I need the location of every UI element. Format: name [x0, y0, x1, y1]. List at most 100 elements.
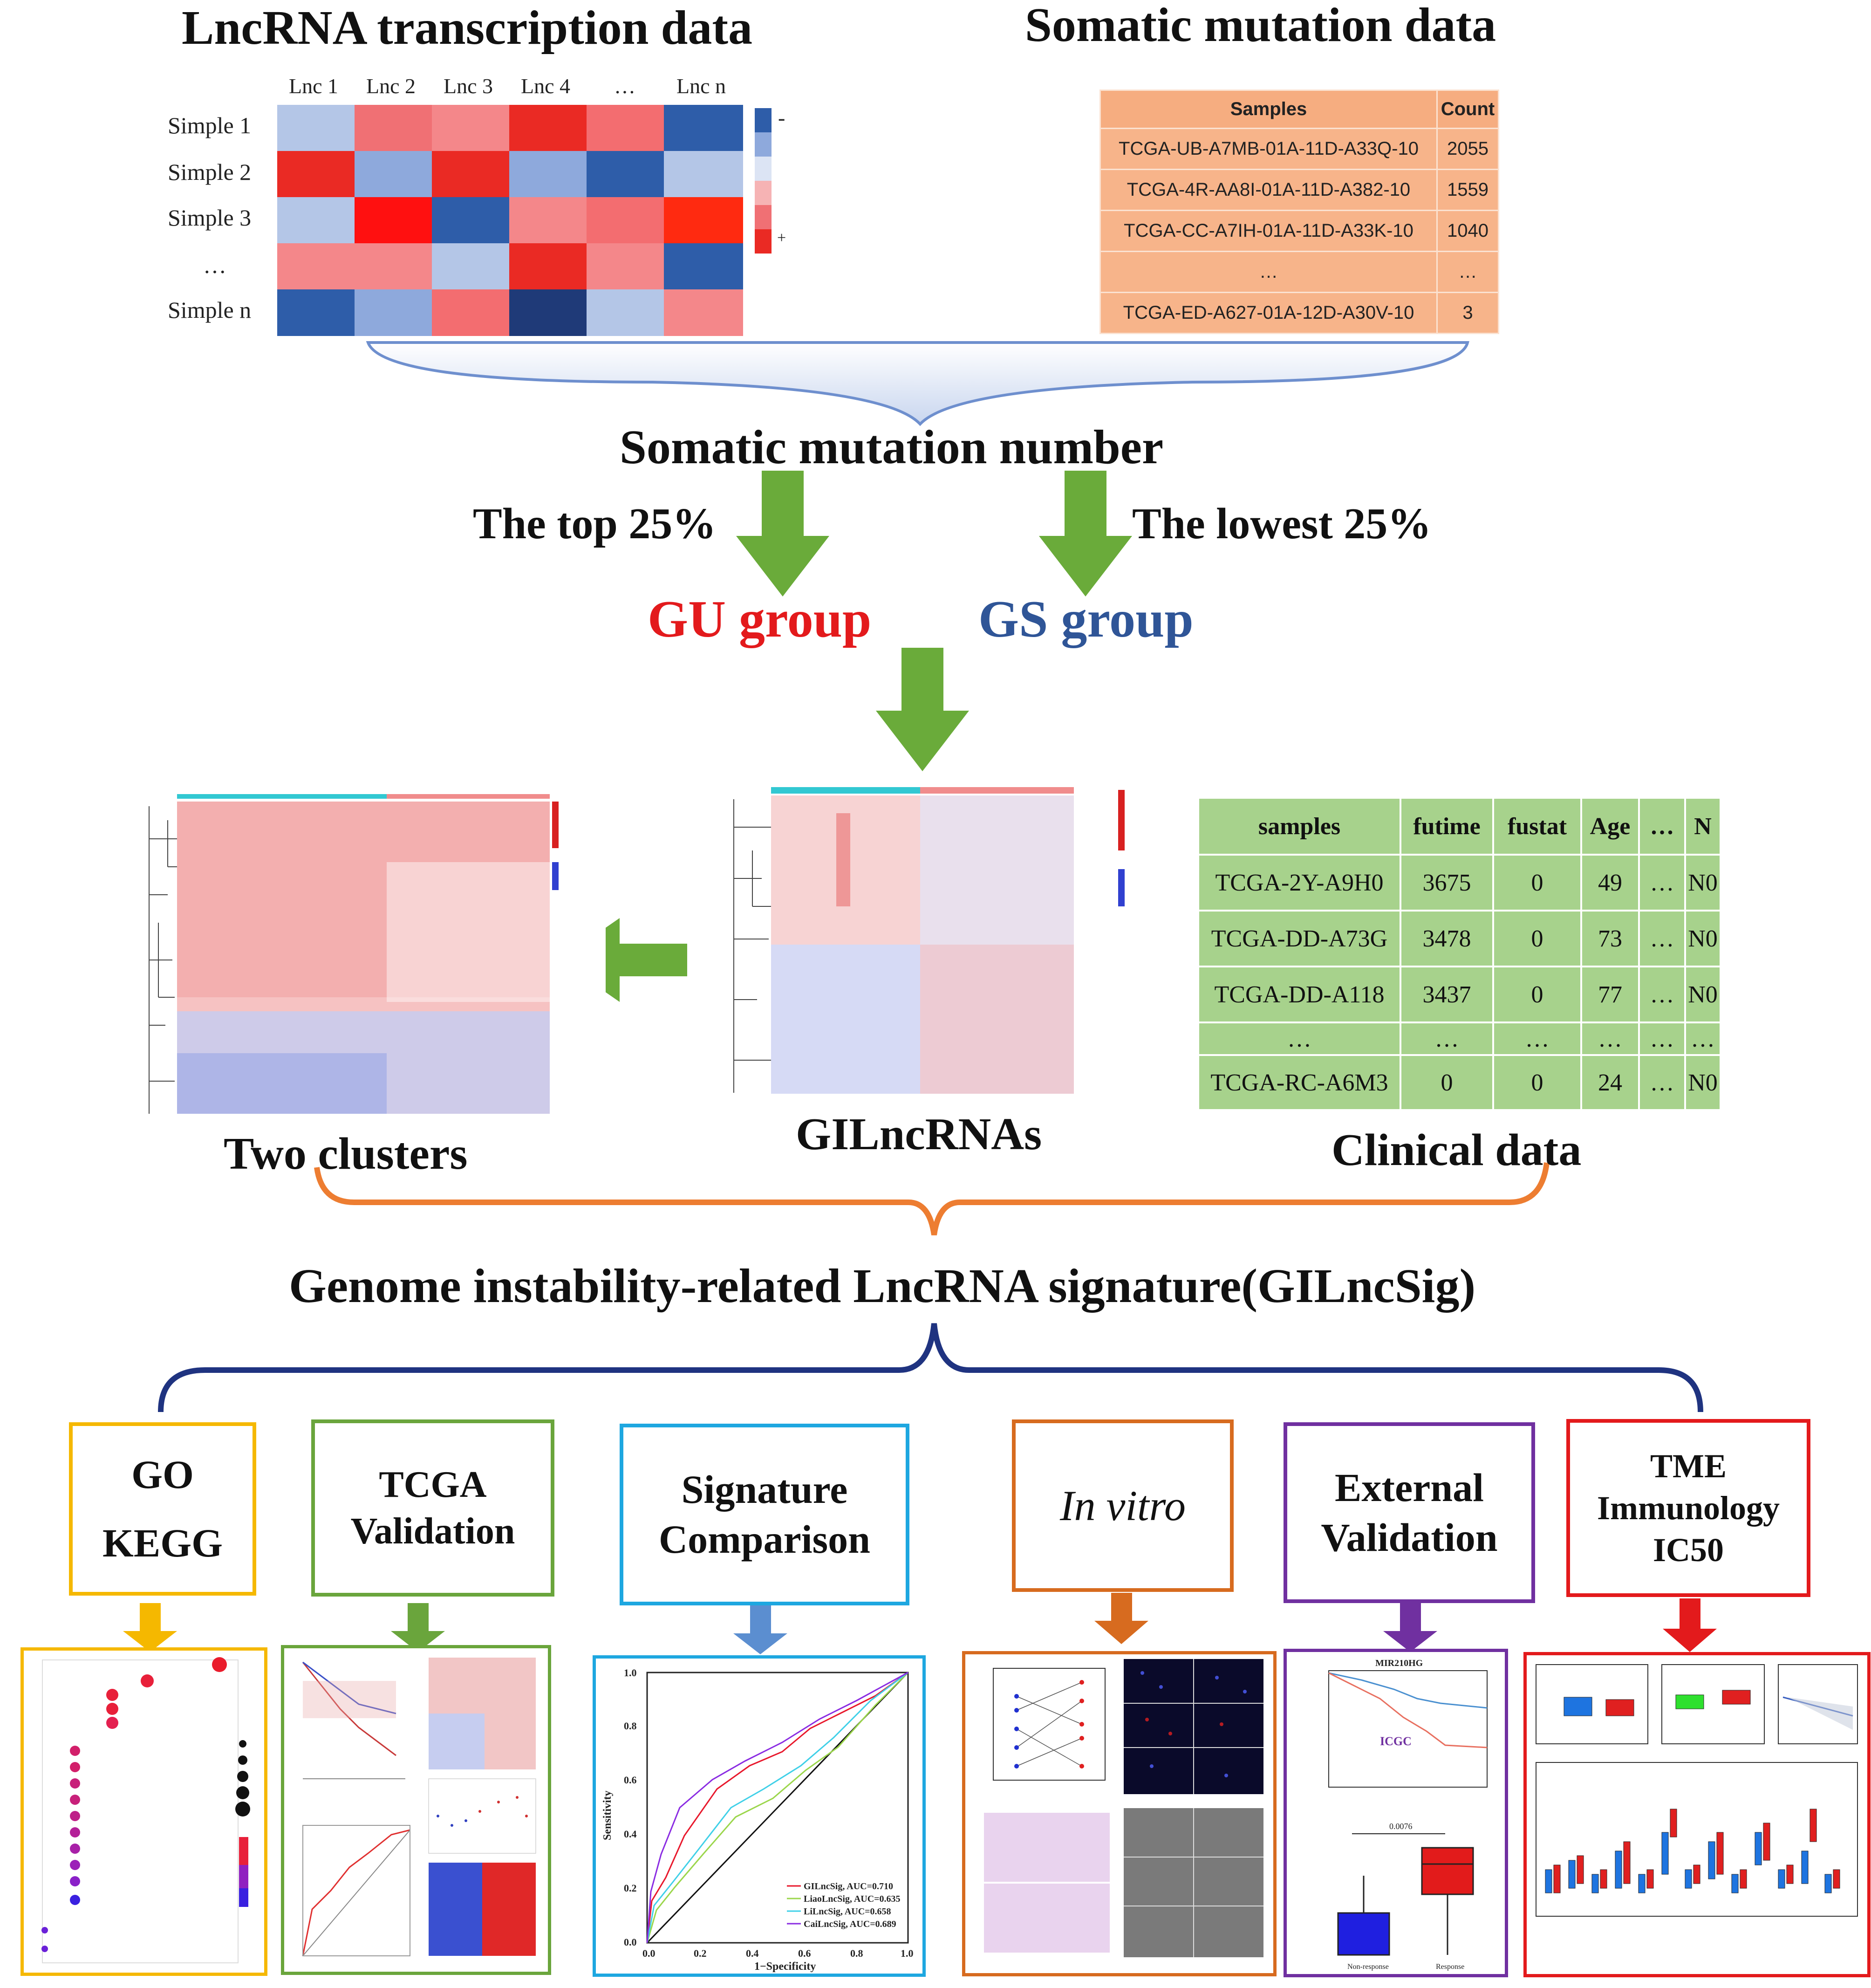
box-line: Comparison: [659, 1517, 870, 1562]
roc-ticks: 0.0 0.2 0.4 0.6 0.8 1.0 0.0 0.2 0.4 0.6 …: [624, 1667, 914, 1959]
clin-cell: N0: [1684, 854, 1721, 912]
clin-header: Age: [1580, 797, 1640, 856]
clin-cell: N0: [1684, 910, 1721, 967]
lnc-row-label: Simple 3: [168, 205, 252, 231]
clin-header: …: [1638, 797, 1686, 856]
roc-y-tick: 0.0: [624, 1936, 637, 1948]
somatic-number-label: Somatic mutation number: [620, 420, 1164, 474]
roc-legend-entry: LiaoLncSig, AUC=0.635: [804, 1894, 901, 1904]
box-line: GO: [131, 1452, 194, 1497]
box-line: Validation: [350, 1511, 515, 1552]
lnc-col-label: Lnc n: [676, 74, 726, 98]
clin-cell: …: [1638, 1054, 1686, 1111]
box-line: Validation: [1321, 1515, 1498, 1560]
roc-xlabel: 1−Specificity: [754, 1961, 816, 1973]
mut-cell: TCGA-4R-AA8I-01A-11D-A382-10: [1099, 169, 1438, 211]
clin-cell: …: [1197, 1021, 1401, 1056]
box-line: TCGA: [379, 1464, 487, 1505]
roc-legend-entry: LiLncSig, AUC=0.658: [804, 1906, 891, 1917]
clin-header: N: [1684, 797, 1721, 856]
clin-cell: 0: [1492, 1054, 1582, 1111]
clin-header: samples: [1197, 797, 1401, 856]
clin-cell: 0: [1492, 910, 1582, 967]
box-line: IC50: [1652, 1531, 1724, 1569]
clin-cell: 73: [1580, 910, 1640, 967]
clin-cell: …: [1638, 910, 1686, 967]
clin-cell: TCGA-DD-A73G: [1197, 910, 1401, 967]
box-line: Signature: [681, 1467, 848, 1512]
external-validation-panel: MIR210HG ICGC 0.0076 Non-response Respon…: [1284, 1649, 1508, 1977]
clin-cell: 3437: [1400, 966, 1494, 1023]
clin-cell: …: [1638, 1021, 1686, 1056]
box-line: External: [1334, 1465, 1484, 1510]
lnc-col-label: Lnc 4: [521, 74, 571, 98]
navy-bracket: [158, 1323, 1703, 1412]
go-kegg-panel: [20, 1647, 267, 1976]
mut-cell: TCGA-UB-A7MB-01A-11D-A33Q-10: [1099, 128, 1438, 170]
mutation-title: Somatic mutation data: [1025, 0, 1496, 52]
clin-cell: …: [1400, 1021, 1494, 1056]
box-pvalue: 0.0076: [1389, 1822, 1413, 1831]
heatmap-legend: [755, 108, 772, 254]
signature-title: Genome instability-related LncRNA signat…: [289, 1259, 1476, 1313]
mut-cell: 2055: [1436, 128, 1499, 170]
box-line: KEGG: [102, 1521, 223, 1565]
roc-x-tick: 1.0: [901, 1947, 914, 1959]
lncrna-heatmap: [277, 105, 743, 336]
roc-x-tick: 0.6: [798, 1947, 811, 1959]
clinical-data-label: Clinical data: [1332, 1125, 1582, 1175]
gu-group-label: GU group: [648, 590, 872, 648]
clin-cell: …: [1580, 1021, 1640, 1056]
roc-x-tick: 0.4: [746, 1947, 759, 1959]
in-vitro-panel: [962, 1651, 1277, 1976]
roc-x-tick: 0.0: [642, 1947, 656, 1959]
box-tcga-validation: TCGA Validation: [311, 1419, 554, 1597]
mut-cell: 1559: [1436, 169, 1499, 211]
box-arrows: [123, 1593, 1717, 1654]
mut-cell: TCGA-CC-A7IH-01A-11D-A33K-10: [1099, 210, 1438, 252]
mut-cell: …: [1099, 251, 1438, 293]
lncrna-title: LncRNA transcription data: [182, 1, 752, 55]
roc-y-tick: 0.8: [624, 1720, 637, 1732]
clinical-table: samples futime fustat Age … N TCGA-2Y-A9…: [1197, 797, 1721, 1111]
clin-cell: 0: [1400, 1054, 1494, 1111]
box-x-label: Non-response: [1347, 1963, 1389, 1971]
mut-cell: 3: [1436, 292, 1499, 334]
roc-ylabel: Sensitivity: [601, 1790, 614, 1840]
mut-header: Count: [1436, 89, 1499, 129]
gilncrnas-label: GILncRNAs: [796, 1109, 1042, 1159]
top-brace: [366, 341, 1469, 426]
clin-cell: …: [1638, 854, 1686, 912]
legend-plus: +: [777, 229, 786, 247]
roc-x-tick: 0.2: [694, 1947, 707, 1959]
lnc-row-label: Simple n: [168, 297, 252, 323]
mut-cell: …: [1436, 251, 1499, 293]
box-signature-comparison: Signature Comparison: [620, 1424, 909, 1605]
box-x-label: Response: [1436, 1963, 1464, 1971]
box-go-kegg: GO KEGG: [69, 1422, 256, 1596]
gilncrnas-heatmap: [724, 785, 1144, 1097]
top25-label: The top 25%: [473, 500, 717, 548]
clin-cell: 0: [1492, 854, 1582, 912]
roc-y-tick: 1.0: [624, 1667, 637, 1679]
lnc-col-label: …: [614, 74, 635, 98]
mut-cell: TCGA-ED-A627-01A-12D-A30V-10: [1099, 292, 1438, 334]
lnc-row-label: …: [203, 252, 226, 278]
lnc-row-label: Simple 1: [168, 112, 252, 138]
clin-cell: …: [1638, 966, 1686, 1023]
clin-cell: 77: [1580, 966, 1640, 1023]
legend-minus: -: [778, 106, 785, 130]
clin-cell: TCGA-DD-A118: [1197, 966, 1401, 1023]
clin-cell: 3675: [1400, 854, 1494, 912]
clin-cell: N0: [1684, 1054, 1721, 1111]
clin-cell: …: [1684, 1021, 1721, 1056]
clin-cell: 3478: [1400, 910, 1494, 967]
clin-cell: …: [1492, 1021, 1582, 1056]
clin-cell: TCGA-2Y-A9H0: [1197, 854, 1401, 912]
km-title: MIR210HG: [1375, 1658, 1423, 1668]
tcga-validation-panel: [281, 1645, 551, 1975]
box-line: In vitro: [1060, 1481, 1186, 1529]
icgc-label: ICGC: [1380, 1734, 1412, 1748]
